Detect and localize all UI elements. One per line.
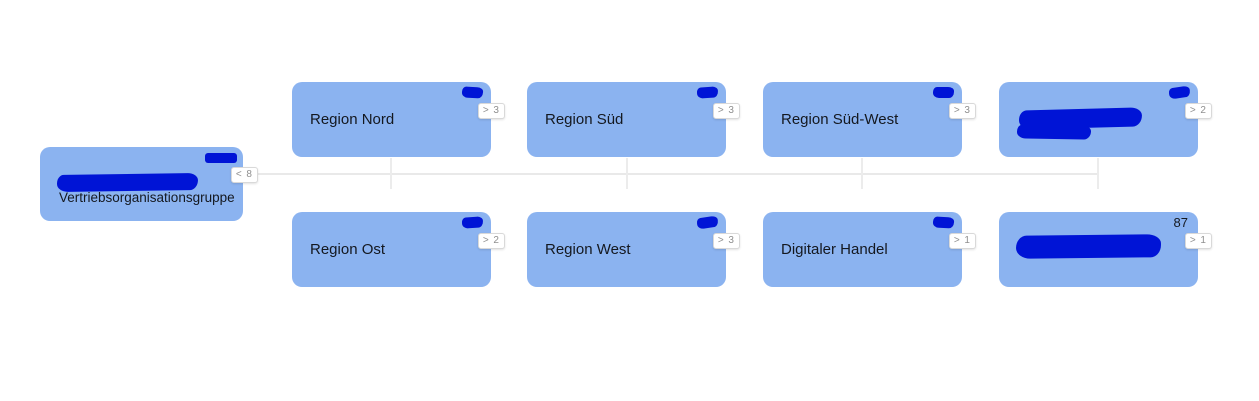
org-node-root[interactable]: Vertriebsorganisationsgruppe < 8 [40,147,258,221]
expand-badge[interactable]: > 1 [948,233,976,249]
org-node-label: Region Nord [310,111,395,128]
org-node-region-ost[interactable]: Region Ost > 2 [292,212,505,287]
redaction-corner-mark [696,215,719,230]
redaction-corner-mark [932,216,955,229]
expand-badge[interactable]: > 2 [477,233,505,249]
redaction-label-scribble [1015,234,1162,259]
org-node-label: Vertriebsorganisationsgruppe [59,190,235,205]
redaction-title-scribble [56,173,199,192]
redaction-corner-mark [461,86,484,99]
node-count-value: 87 [1173,215,1188,230]
expand-badge[interactable]: > 3 [948,103,976,119]
org-node-label: Region Süd [545,111,624,128]
org-node-label: Region Ost [310,241,386,258]
redaction-label-scribble [1016,124,1092,140]
collapse-badge[interactable]: < 8 [230,167,258,183]
redaction-corner-mark [1168,85,1191,100]
org-node-label: Region West [545,241,631,258]
org-node-region-west[interactable]: Region West > 3 [527,212,740,287]
connector-stub-col3 [861,158,863,189]
org-node-label: Digitaler Handel [781,241,888,258]
connector-trunk-line [258,173,1099,175]
org-node-region-nord[interactable]: Region Nord > 3 [292,82,505,157]
org-node-label: Region Süd-West [781,111,899,128]
org-node-redacted-bottom[interactable]: 87 > 1 [999,212,1212,287]
org-node-digitaler-handel[interactable]: Digitaler Handel > 1 [763,212,976,287]
redaction-corner-mark [205,153,237,163]
redaction-corner-mark [696,86,719,99]
org-node-region-sued[interactable]: Region Süd > 3 [527,82,740,157]
expand-badge[interactable]: > 2 [1184,103,1212,119]
redaction-corner-mark [461,216,484,229]
redaction-corner-mark [933,87,954,98]
expand-badge[interactable]: > 3 [712,103,740,119]
expand-badge[interactable]: > 3 [712,233,740,249]
expand-badge[interactable]: > 3 [477,103,505,119]
org-node-redacted-top[interactable]: > 2 [999,82,1212,157]
expand-badge[interactable]: > 1 [1184,233,1212,249]
connector-stub-col2 [626,158,628,189]
org-node-region-sued-west[interactable]: Region Süd-West > 3 [763,82,976,157]
connector-stub-col1 [390,158,392,189]
connector-stub-col4 [1097,158,1099,189]
